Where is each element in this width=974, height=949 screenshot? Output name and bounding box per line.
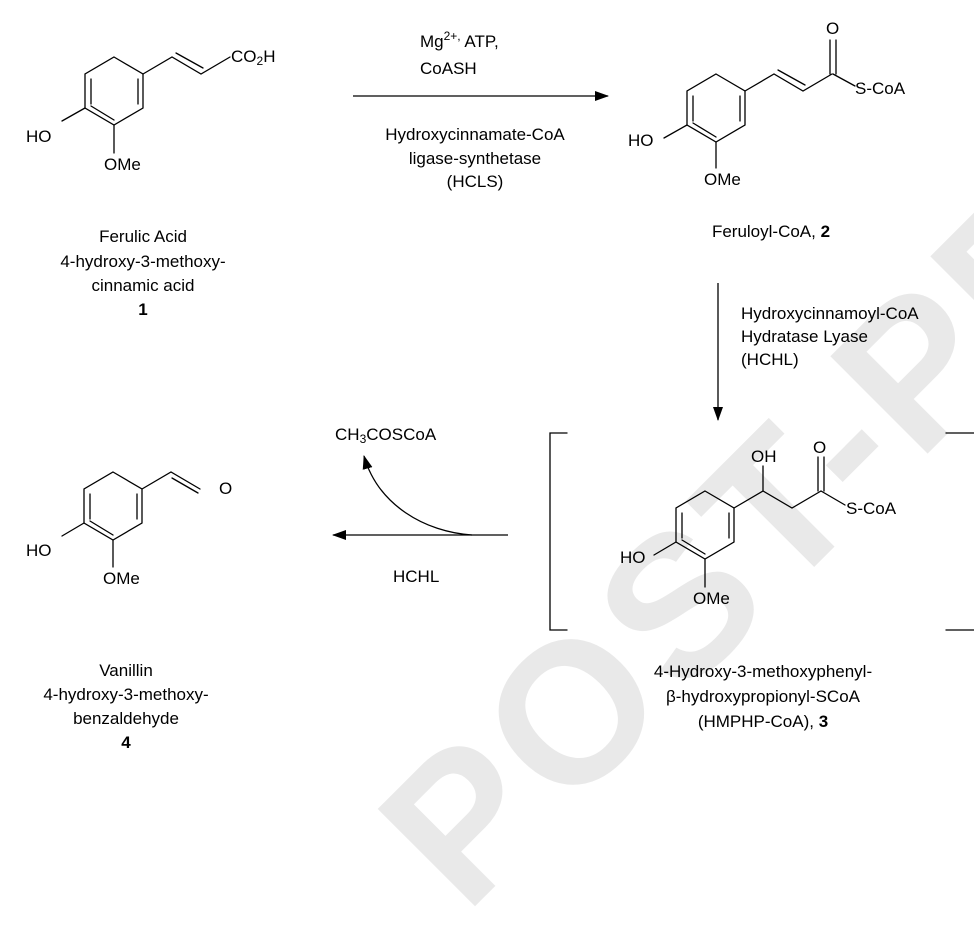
step-2-enzyme-line1: Hydroxycinnamoyl-CoA — [741, 304, 919, 323]
byproduct-curved-arrow — [362, 455, 473, 536]
compound-4-o: O — [219, 479, 233, 498]
compound-3-name-line2: β-hydroxypropionyl-SCoA — [665, 687, 861, 706]
compound-3-s-coa: S-CoA — [846, 499, 897, 518]
reaction-scheme — [61, 39, 974, 631]
compound-3-ome: OMe — [693, 589, 730, 608]
compound-1-ho: HO — [26, 127, 52, 146]
compound-2-name: Feruloyl-CoA, 2 — [711, 222, 831, 241]
compound-4-ho: HO — [26, 541, 52, 560]
step-2-enzyme-line3: (HCHL) — [741, 350, 799, 369]
compound-1-iupac-line2: cinnamic acid — [91, 276, 195, 295]
compound-1-name: Ferulic Acid — [99, 227, 187, 246]
compound-2-structure — [663, 39, 856, 169]
compound-4-structure — [61, 471, 201, 568]
compound-4-name: Vanillin — [99, 661, 153, 680]
compound-2-o: O — [826, 19, 840, 38]
step-2-enzyme-line2: Hydratase Lyase — [741, 327, 868, 346]
compound-4-number: 4 — [121, 733, 131, 752]
compound-4-iupac-line1: 4-hydroxy-3-methoxy- — [43, 685, 209, 704]
compound-3-o: O — [813, 438, 827, 457]
compound-3-name-line3: (HMPHP-CoA), 3 — [697, 712, 829, 731]
step-1-reagents-line2: CoASH — [420, 59, 477, 78]
step-1-enzyme-line3: (HCLS) — [446, 172, 504, 191]
step-1-enzyme-line1: Hydroxycinnamate-CoA — [385, 125, 565, 144]
compound-2-s-coa: S-CoA — [855, 79, 906, 98]
compound-3-oh: OH — [751, 447, 777, 466]
step-3-enzyme: HCHL — [393, 567, 440, 586]
intermediate-brackets — [549, 432, 974, 631]
compound-1-number: 1 — [138, 300, 148, 319]
compound-3-structure — [653, 456, 846, 588]
compound-1-iupac-line1: 4-hydroxy-3-methoxy- — [60, 252, 226, 271]
compound-1-ome: OMe — [104, 155, 141, 174]
compound-1-acid-group: CO2H — [231, 47, 276, 68]
compound-2-ho: HO — [628, 131, 654, 150]
compound-1-structure — [61, 52, 231, 154]
step-1-enzyme-line2: ligase-synthetase — [408, 149, 542, 168]
compound-4-ome: OMe — [103, 569, 140, 588]
compound-3-ho: HO — [620, 548, 646, 567]
step-1-reagents-line1: Mg2+, ATP, — [420, 29, 499, 51]
compound-3-name-line1: 4-Hydroxy-3-methoxyphenyl- — [653, 662, 873, 681]
step-3-byproduct: CH3COSCoA — [335, 425, 437, 446]
compound-2-ome: OMe — [704, 170, 741, 189]
compound-4-iupac-line2: benzaldehyde — [73, 709, 179, 728]
